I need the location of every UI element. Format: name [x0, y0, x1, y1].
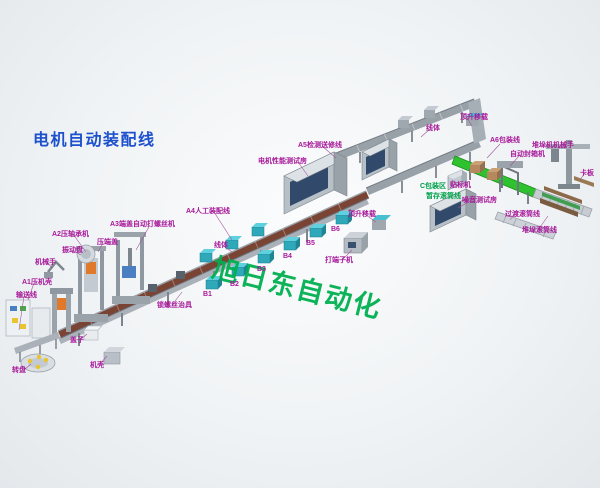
label-auto-carton-sealer: 自动封箱机	[510, 151, 545, 158]
carton-sealing-machine	[497, 161, 523, 195]
label-a6-packing-line: A6包装线	[490, 137, 520, 144]
label-a5-test-repair-line: A5检测送修线	[298, 142, 342, 149]
label-turntable: 转盘	[12, 367, 26, 374]
label-cover: 盖子	[70, 337, 84, 344]
terminal-crimping-machine-unit	[343, 232, 368, 254]
label-a1-casing-press: A1压机壳	[22, 279, 52, 286]
label-transition-roller-line: 过渡滚筒线	[505, 211, 540, 218]
bin-b6	[335, 211, 352, 225]
a3-screw-machine	[112, 232, 150, 304]
motor-performance-test-room	[283, 151, 348, 215]
label-casing: 机壳	[90, 362, 104, 369]
label-stacking-roller-line: 堆垛滚筒线	[522, 227, 557, 234]
label-b1: B1	[203, 291, 212, 298]
label-b4: B4	[283, 253, 292, 260]
label-lift-transfer-mid: 顶升移载	[348, 211, 376, 218]
bin-b4	[283, 237, 300, 251]
label-packing-area-c: C包装区	[420, 183, 447, 190]
robot-arm	[44, 260, 65, 278]
carton-box	[487, 168, 502, 180]
label-b6: B6	[331, 226, 340, 233]
label-labeling-machine: 贴标机	[450, 182, 471, 189]
label-b2: B2	[230, 281, 239, 288]
label-screw-locking-jig: 锁螺丝治具	[157, 302, 192, 309]
bin-b5	[309, 224, 326, 238]
label-a2-bearing-press: A2压轴承机	[52, 231, 89, 238]
upper-test-line	[335, 98, 477, 163]
labeling-machine-unit	[447, 169, 467, 191]
bin-b2	[231, 263, 248, 277]
pallet-stack	[540, 186, 582, 217]
connector-conveyor	[365, 139, 481, 195]
label-line-body-top: 线体	[426, 125, 440, 132]
casing-box	[103, 347, 125, 365]
label-line-body-mid: 线体	[214, 242, 228, 249]
label-stacking-robot-hand: 堆垛机机械手	[532, 142, 574, 149]
label-terminal-crimping-machine: 打端子机	[325, 257, 353, 264]
screw-jigs	[148, 271, 185, 292]
label-a3-auto-screw-machine: A3端盖自动打螺丝机	[110, 221, 175, 228]
a2-bearing-press-machine	[74, 244, 108, 322]
bin-b3	[257, 250, 274, 264]
noise-test-room	[429, 188, 477, 233]
label-buffer-roller-line: 暂存滚筒线	[426, 193, 461, 200]
label-end-cover-press: 压端盖	[97, 239, 118, 246]
leader-lines	[18, 117, 585, 371]
label-a4-manual-assembly-line: A4人工装配线	[186, 208, 230, 215]
pallet-board	[574, 176, 594, 187]
label-robot-hand: 机械手	[35, 259, 56, 266]
label-pallet: 卡板	[580, 170, 594, 177]
label-vibration-bowl: 振动盘	[62, 247, 83, 254]
stacker-robot	[546, 140, 590, 189]
label-b5: B5	[306, 240, 315, 247]
turntable-unit	[20, 353, 56, 373]
a1-press-station	[5, 288, 73, 339]
infeed-conveyor	[14, 332, 60, 362]
label-noise-test-room: 噪音测试房	[462, 197, 497, 204]
loop-end-connector	[466, 98, 486, 144]
label-infeed-line: 输送线	[16, 292, 37, 299]
label-motor-performance-test-room: 电机性能测试房	[258, 158, 307, 165]
line-fixtures	[398, 106, 439, 128]
lift-transfer-unit	[372, 215, 391, 230]
transition-roller-line-body	[494, 211, 557, 240]
bin-b1	[205, 276, 222, 290]
cover-box	[83, 325, 103, 341]
label-b3: B3	[257, 266, 266, 273]
diagram-title: 电机自动装配线	[33, 132, 156, 149]
test-cabinet	[361, 138, 398, 181]
label-lift-transfer-top: 顶升移载	[460, 114, 488, 121]
carton-box	[470, 161, 485, 173]
